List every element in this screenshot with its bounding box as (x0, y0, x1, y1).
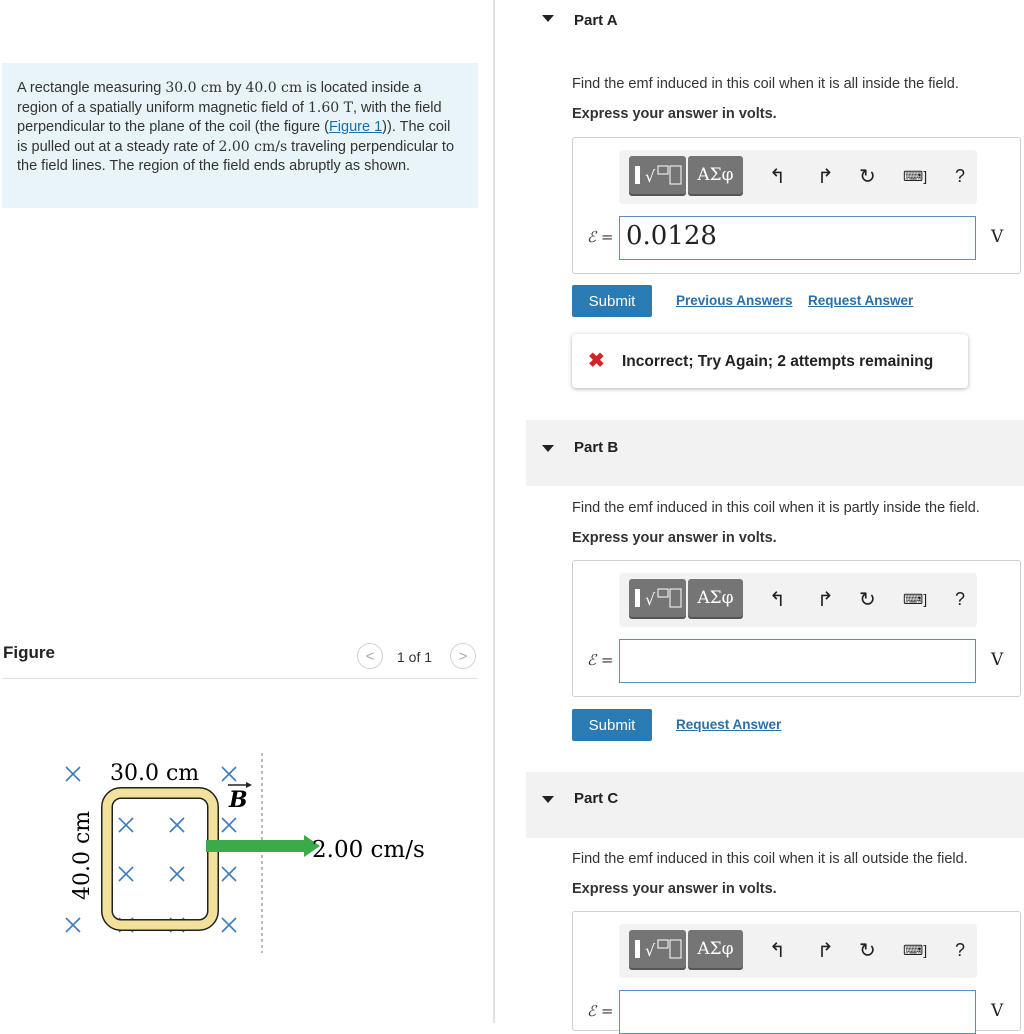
math-toolbar: √ ΑΣφ ↰ ↱ ↻ ⌨] ? (619, 924, 977, 978)
unit-label: V (991, 650, 1004, 670)
part-b-submit-button[interactable]: Submit (572, 709, 652, 741)
greek-symbols-button[interactable]: ΑΣφ (688, 156, 743, 194)
pull-arrow-head (304, 835, 320, 857)
math-value: 2.00 cm/s (218, 138, 288, 155)
vector-arrow-head (246, 782, 252, 788)
chevron-left-icon[interactable]: < (357, 643, 383, 669)
emf-symbol: ℰ = (587, 651, 614, 669)
coil-fill (102, 788, 218, 930)
help-button[interactable]: ? (955, 940, 966, 960)
part-c-instruction: Express your answer in volts. (572, 881, 777, 897)
figure-divider (2, 678, 478, 679)
problem-text: is located inside a region of a spatiall… (17, 80, 422, 116)
speed-label: 2.00 cm/s (312, 837, 425, 863)
incorrect-icon: ✖ (588, 350, 605, 372)
part-a-header[interactable]: Part A (526, 0, 1024, 47)
chevron-right-icon[interactable]: > (450, 643, 476, 669)
part-b-answer-box: √ ΑΣφ ↰ ↱ ↻ ⌨] ? ℰ = V (572, 560, 1021, 697)
reset-icon[interactable]: ↻ (859, 589, 876, 611)
fraction-sqrt-template-icon[interactable]: √ (629, 156, 686, 194)
unit-label: V (991, 1001, 1004, 1021)
part-b-instruction: Express your answer in volts. (572, 530, 777, 546)
problem-text: )). The coil is pulled out at a steady r… (17, 119, 451, 155)
figure-counter: 1 of 1 (397, 649, 433, 665)
part-a-title: Part A (574, 12, 618, 29)
part-a-submit-button[interactable]: Submit (572, 285, 652, 317)
math-value: 1.60 T (307, 99, 353, 116)
pull-arrow-shaft (206, 840, 306, 852)
redo-icon[interactable]: ↱ (817, 589, 834, 611)
redo-icon[interactable]: ↱ (817, 940, 834, 962)
width-label: 30.0 cm (110, 761, 199, 786)
part-a-question: Find the emf induced in this coil when i… (572, 76, 959, 92)
math-value: 30.0 cm (165, 80, 223, 96)
problem-text: traveling perpendicular to the field lin… (17, 138, 455, 175)
part-a-answer-box: √ ΑΣφ ↰ ↱ ↻ ⌨] ? ℰ = 0.0128 V (572, 137, 1021, 274)
caret-down-icon (542, 796, 554, 803)
redo-icon[interactable]: ↱ (817, 166, 834, 188)
problem-text: , with the field perpendicular to the pl… (17, 99, 442, 136)
problem-text: by (222, 80, 246, 96)
feedback-message: ✖ Incorrect; Try Again; 2 attempts remai… (572, 334, 968, 388)
math-toolbar: √ ΑΣφ ↰ ↱ ↻ ⌨] ? (619, 150, 977, 204)
part-b-request-answer-link[interactable]: Request Answer (676, 717, 782, 732)
figure-link[interactable]: Figure 1 (328, 119, 383, 135)
fraction-sqrt-template-icon[interactable]: √ (629, 930, 686, 968)
feedback-text: Incorrect; Try Again; 2 attempts remaini… (622, 353, 934, 370)
svg-text:√: √ (645, 941, 656, 960)
emf-symbol: ℰ = (587, 228, 614, 246)
unit-label: V (991, 227, 1004, 247)
part-a-request-answer-link[interactable]: Request Answer (808, 293, 914, 308)
fraction-sqrt-template-icon[interactable]: √ (629, 579, 686, 617)
column-divider (493, 0, 495, 1023)
problem-text: A rectangle measuring (17, 80, 166, 96)
part-b-answer-input[interactable] (619, 639, 976, 683)
part-c-question: Find the emf induced in this coil when i… (572, 851, 968, 867)
math-value: 40.0 cm (245, 80, 303, 96)
coil (101, 787, 219, 931)
part-c-title: Part C (574, 790, 619, 807)
greek-symbols-button[interactable]: ΑΣφ (688, 579, 743, 617)
keyboard-icon[interactable]: ⌨] (903, 942, 928, 958)
caret-down-icon (542, 445, 554, 452)
svg-text:√: √ (645, 590, 656, 609)
keyboard-icon[interactable]: ⌨] (903, 591, 928, 607)
svg-text:√: √ (645, 167, 656, 186)
undo-icon[interactable]: ↰ (769, 940, 786, 962)
greek-symbols-button[interactable]: ΑΣφ (688, 930, 743, 968)
part-c-answer-input[interactable] (619, 990, 976, 1034)
height-label: 40.0 cm (70, 811, 95, 900)
math-toolbar: √ ΑΣφ ↰ ↱ ↻ ⌨] ? (619, 573, 977, 627)
caret-down-icon (542, 15, 554, 22)
problem-panel (2, 63, 478, 208)
reset-icon[interactable]: ↻ (859, 166, 876, 188)
previous-answers-link[interactable]: Previous Answers (676, 293, 793, 308)
help-button[interactable]: ? (955, 589, 966, 609)
part-b-header[interactable]: Part B (526, 420, 1024, 486)
undo-icon[interactable]: ↰ (769, 166, 786, 188)
keyboard-icon[interactable]: ⌨] (903, 168, 928, 184)
reset-icon[interactable]: ↻ (859, 940, 876, 962)
part-b-title: Part B (574, 439, 619, 456)
emf-symbol: ℰ = (587, 1002, 614, 1020)
field-vector-label: B (228, 787, 248, 813)
help-button[interactable]: ? (955, 166, 966, 186)
part-a-answer-input[interactable]: 0.0128 (619, 216, 976, 260)
coil-figure: 30.0 cm 40.0 cm B 2.00 cm/s (65, 753, 425, 953)
part-a-instruction: Express your answer in volts. (572, 106, 777, 122)
problem-statement: A rectangle measuring 30.0 cm by 40.0 cm… (17, 79, 457, 177)
part-b-question: Find the emf induced in this coil when i… (572, 500, 980, 516)
part-c-answer-box: √ ΑΣφ ↰ ↱ ↻ ⌨] ? ℰ = V (572, 911, 1021, 1034)
part-c-header[interactable]: Part C (526, 772, 1024, 838)
figure-title: Figure (3, 643, 55, 662)
undo-icon[interactable]: ↰ (769, 589, 786, 611)
